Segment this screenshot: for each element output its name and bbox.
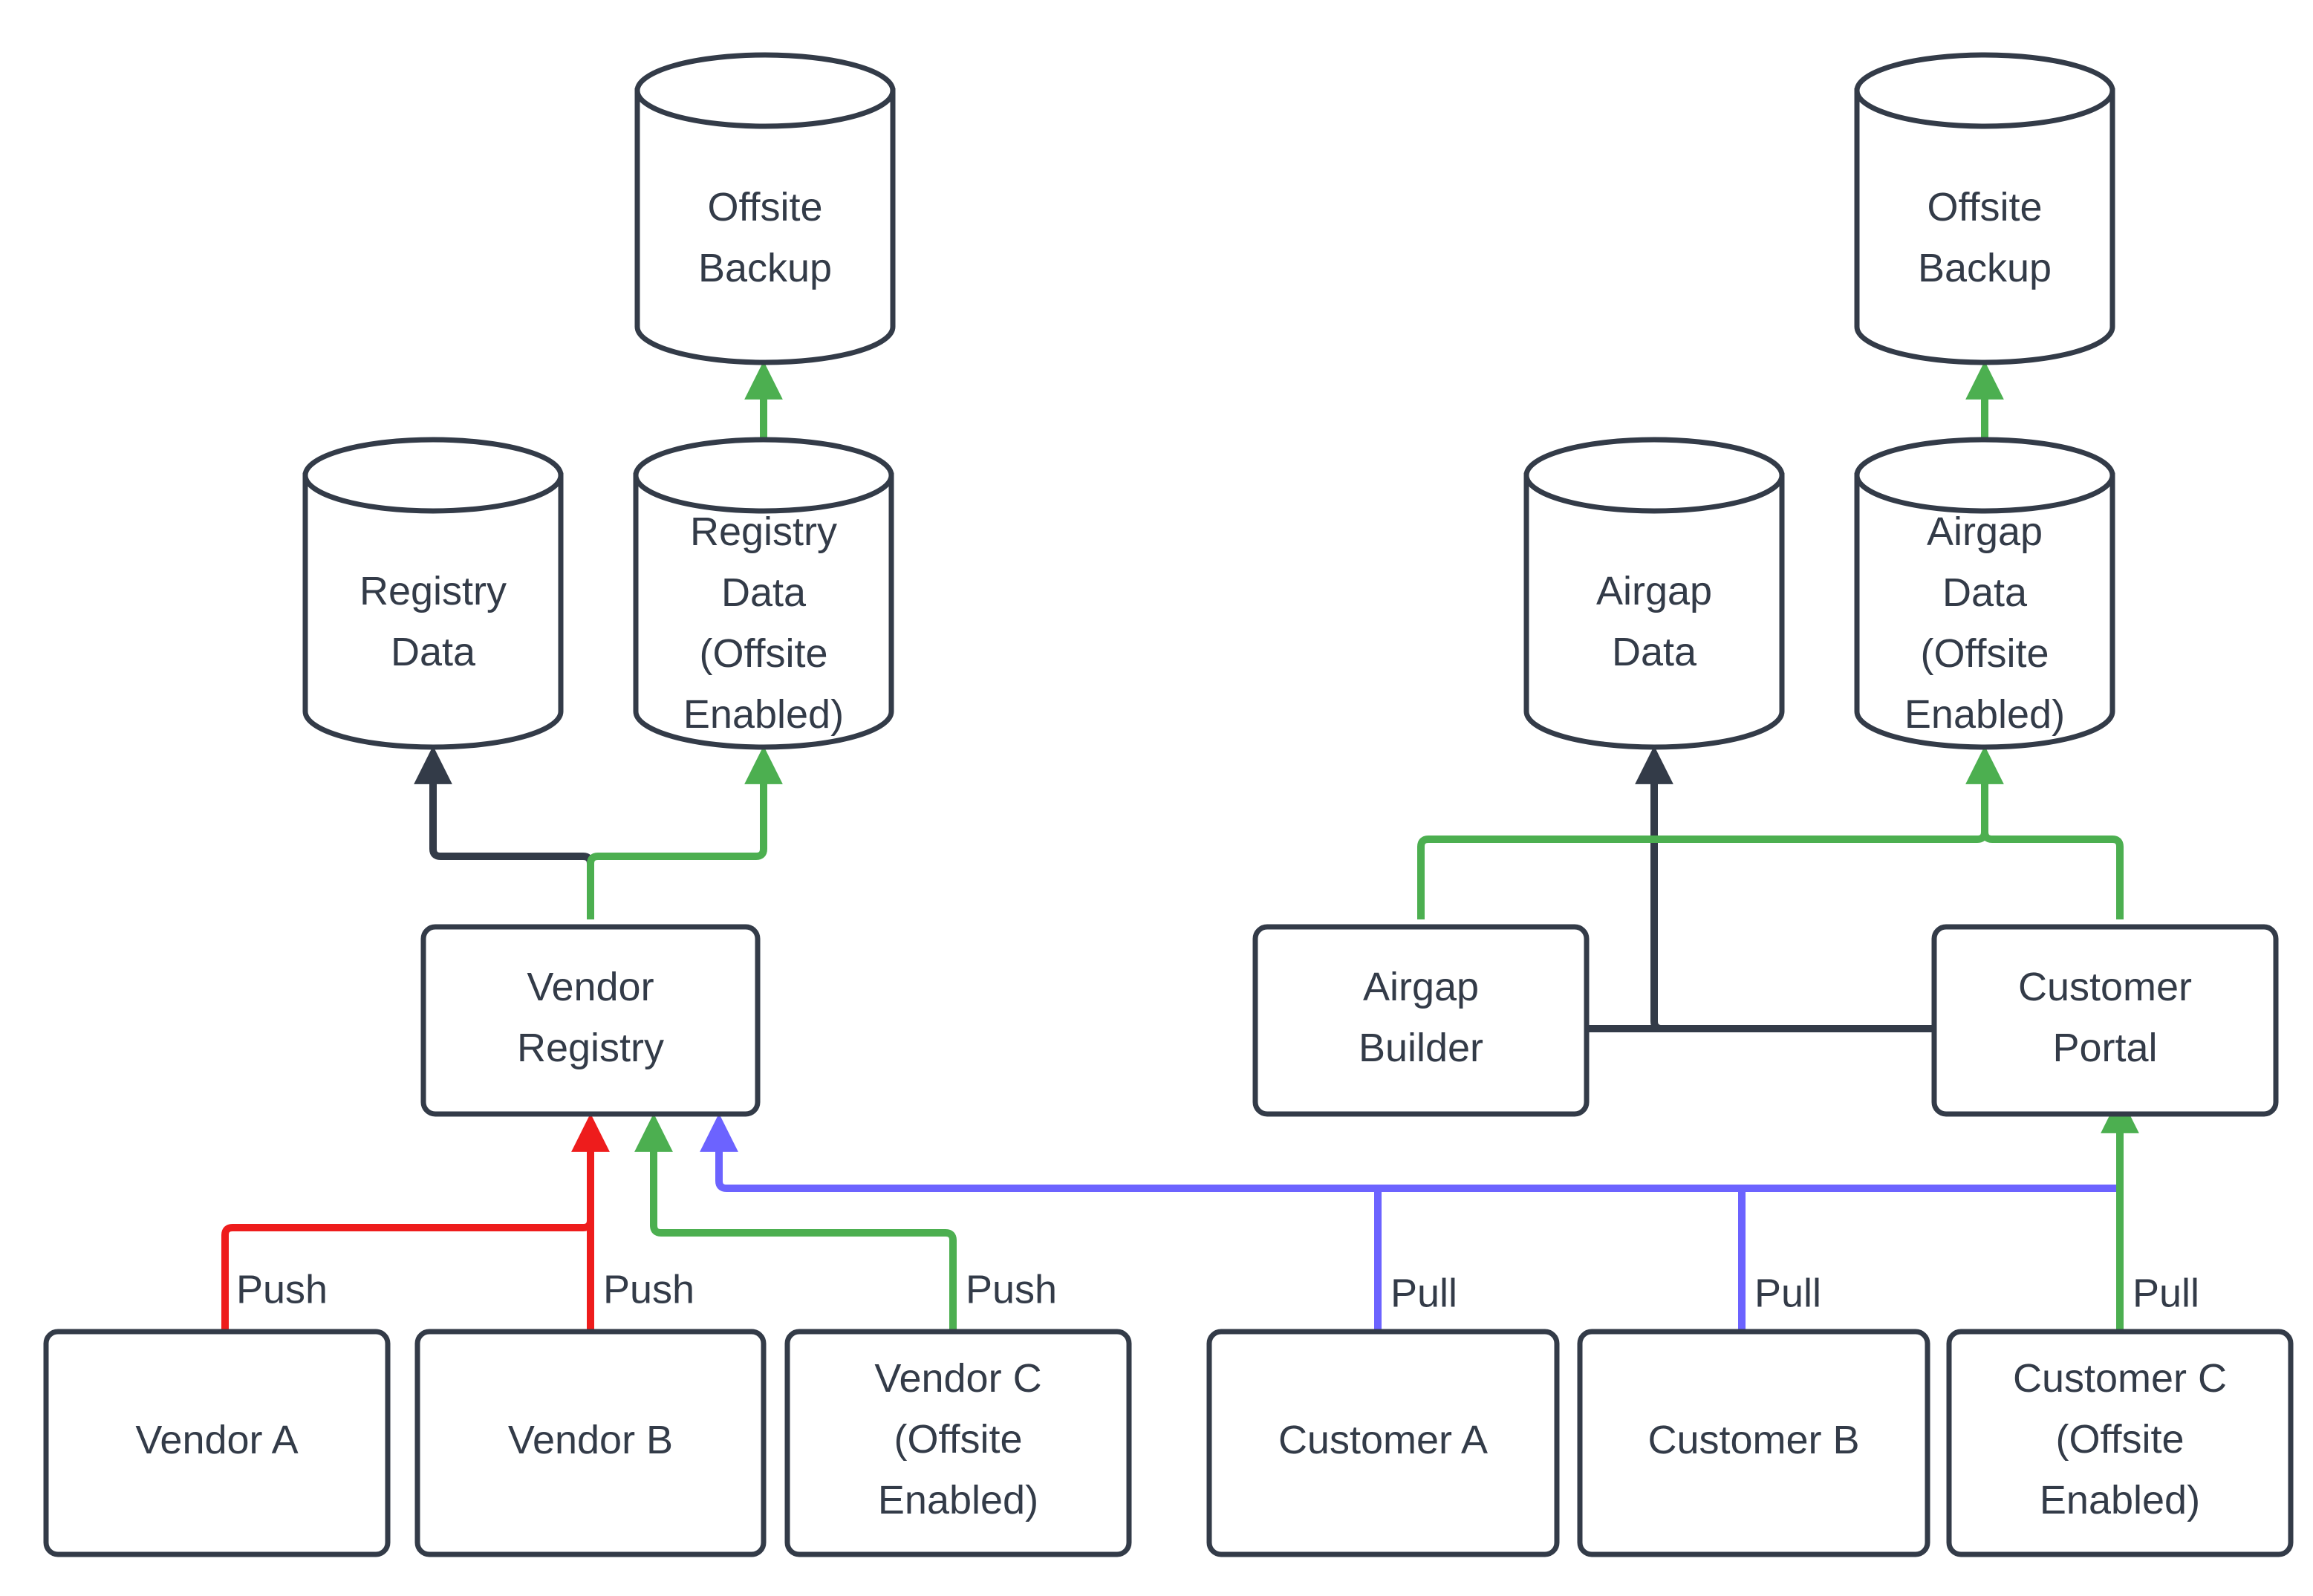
box-shape	[414, 1329, 767, 1557]
edge-label-push-vendor-b: Push	[603, 1267, 694, 1312]
node-label: Vendor B	[508, 1418, 673, 1462]
cylinder-top	[302, 437, 564, 514]
edge-label-push-vendor-c: Push	[966, 1267, 1057, 1312]
cylinder-top	[1854, 52, 2115, 129]
edge-vendor-a-push[interactable]	[221, 1168, 594, 1332]
cylinder-body	[1523, 472, 1785, 750]
cylinder-body	[633, 472, 894, 750]
box-shape	[420, 924, 761, 1117]
edge-vendor-c-push[interactable]	[634, 1113, 957, 1332]
box-shape	[784, 1329, 1132, 1557]
node-label: Customer B	[1647, 1418, 1859, 1462]
edges-layer	[221, 361, 2139, 1332]
edge-portal-to-airgap-offsite[interactable]	[1981, 765, 2124, 919]
box-shape	[1931, 924, 2279, 1117]
edge-portal-to-airgap-data[interactable]	[1635, 746, 1934, 1032]
edge-registry-to-registry-data[interactable]	[414, 746, 594, 919]
edge-registry-to-registry-data-offsite[interactable]	[587, 746, 783, 919]
node-customer-a[interactable]: Customer A	[1206, 1329, 1560, 1557]
cylinder-top	[633, 437, 894, 514]
box-shape	[43, 1329, 391, 1557]
cylinder-body	[1854, 472, 2115, 750]
node-vendor-a[interactable]: Vendor A	[43, 1329, 391, 1557]
edge-labels-layer: Push Push Push Pull Pull Pull	[236, 1267, 2199, 1315]
box-shape	[1577, 1329, 1930, 1557]
edge-portal-to-registry-pull[interactable]	[700, 1113, 2120, 1192]
edge-label-pull-customer-c: Pull	[2133, 1271, 2199, 1315]
node-label: Customer A	[1278, 1418, 1488, 1462]
cylinder-body	[1854, 88, 2115, 365]
box-shape	[1946, 1329, 2294, 1557]
node-label: Vendor A	[135, 1418, 298, 1462]
edge-label-push-vendor-a: Push	[236, 1267, 328, 1312]
cylinder-top	[1523, 437, 1785, 514]
node-customer-b[interactable]: Customer B	[1577, 1329, 1930, 1557]
cylinder-top	[1854, 437, 2115, 514]
edge-builder-to-airgap-offsite[interactable]	[1417, 746, 2004, 919]
box-shape	[1252, 924, 1590, 1117]
cylinder-body	[302, 472, 564, 750]
edge-label-pull-customer-a: Pull	[1390, 1271, 1457, 1315]
cylinder-body	[634, 88, 896, 365]
edge-label-pull-customer-b: Pull	[1754, 1271, 1821, 1315]
box-shape	[1206, 1329, 1560, 1557]
cylinder-top	[634, 52, 896, 129]
node-vendor-b[interactable]: Vendor B	[414, 1329, 767, 1557]
